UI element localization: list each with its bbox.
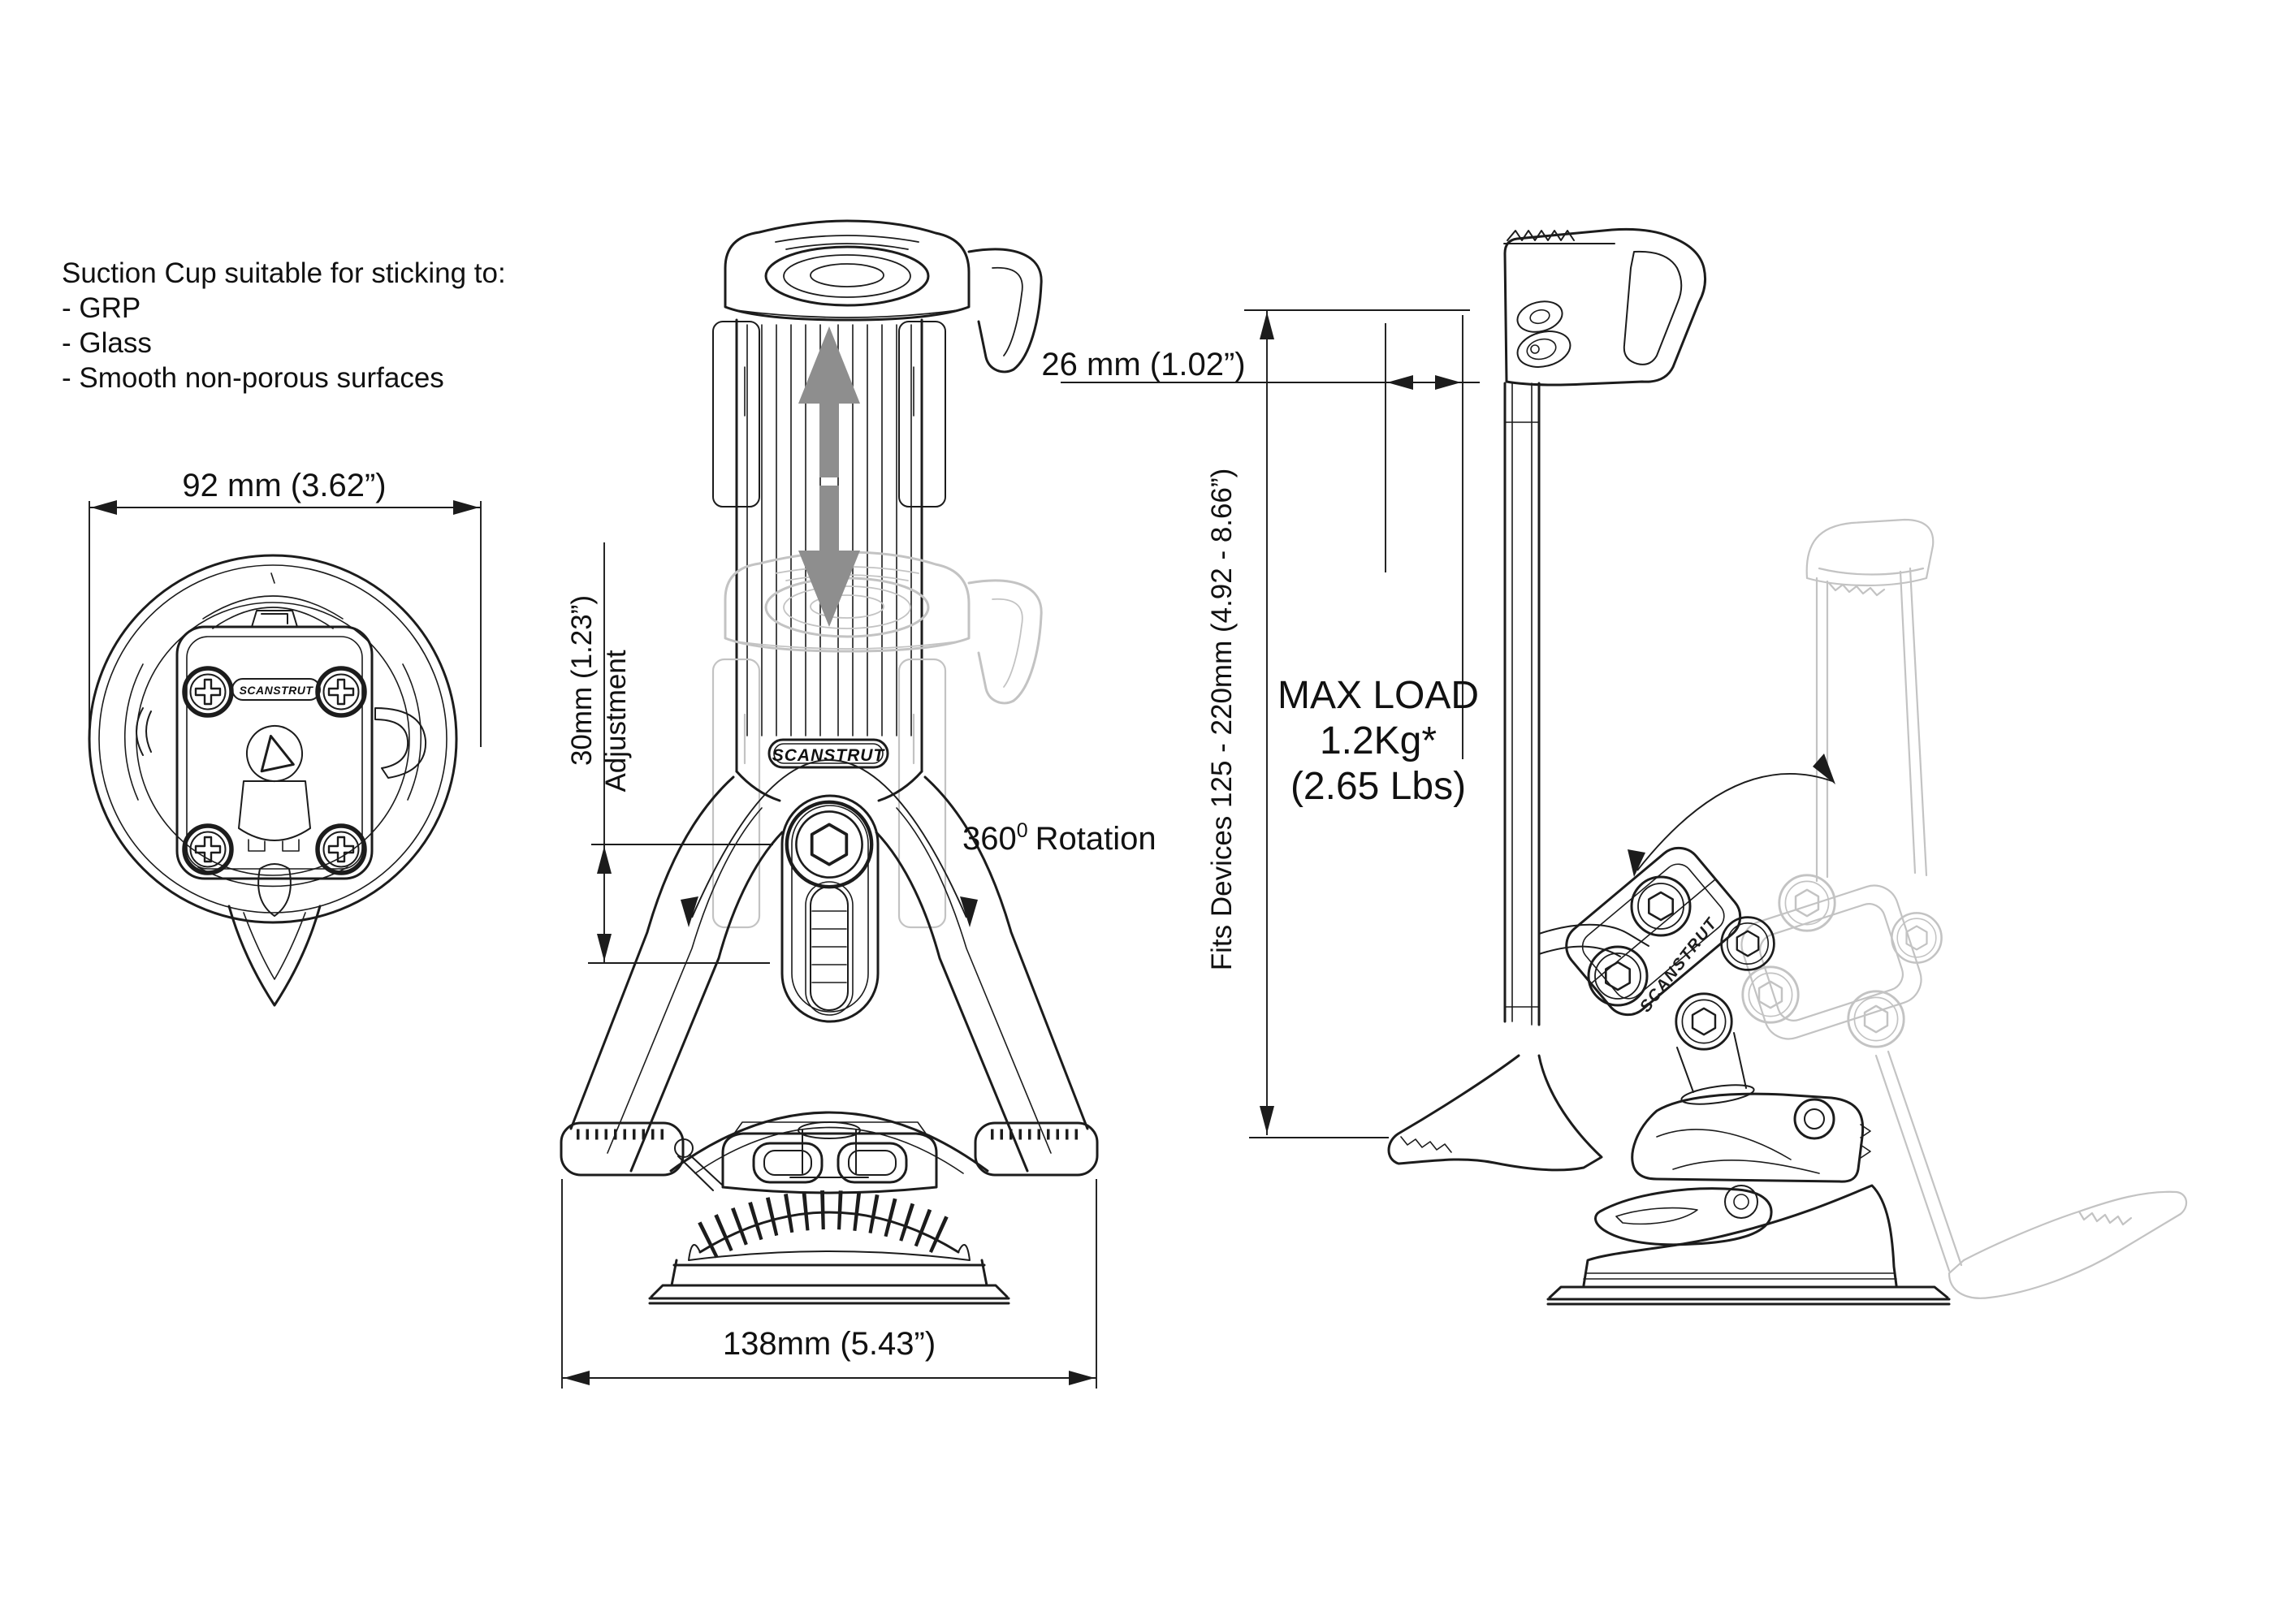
- ghost-clamp-front: [724, 551, 1043, 705]
- device-range-label: Fits Devices 125 - 220mm (4.92 - 8.66”): [1206, 469, 1238, 971]
- dimension-cup-width: 92 mm (3.62”): [89, 468, 482, 747]
- note-title: Suction Cup suitable for sticking to:: [62, 257, 506, 289]
- screw-bottom-right: [318, 826, 365, 873]
- mount-front-view: SCANSTRUT: [560, 219, 1099, 1305]
- pump-lever-front: [674, 1138, 694, 1158]
- screw-top-left: [184, 668, 231, 715]
- side-bottom-support: [1387, 1054, 1603, 1172]
- side-clamp-top: [1503, 227, 1706, 387]
- joint-bolt-4: [1720, 916, 1775, 971]
- adjustment-value: 30mm (1.23”): [566, 595, 598, 766]
- note-item-smooth: - Smooth non-porous surfaces: [62, 362, 444, 394]
- dimension-device-range: Fits Devices 125 - 220mm (4.92 - 8.66”): [1206, 309, 1470, 1138]
- ghost-tilted-holder: [1740, 518, 2188, 1299]
- max-load-line2: 1.2Kg*: [1320, 719, 1437, 762]
- slide-up-arrow: [798, 326, 860, 477]
- pivot-hex-bolt: [787, 802, 871, 887]
- adjustment-label: Adjustment: [600, 650, 632, 792]
- cup-width-label: 92 mm (3.62”): [182, 468, 386, 503]
- screw-bottom-left: [184, 826, 231, 873]
- side-pump-body: [1631, 1092, 1865, 1183]
- side-release-lever: [1594, 1187, 1773, 1246]
- slide-down-arrow: [798, 486, 860, 627]
- tilt-arc: [1636, 772, 1833, 871]
- cup-pull-tab: [257, 863, 292, 917]
- dimension-base-width: 138mm (5.43”): [561, 1179, 1097, 1389]
- base-width-label: 138mm (5.43”): [723, 1326, 936, 1362]
- joint-bolt-1: [1630, 875, 1692, 937]
- offset-label: 26 mm (1.02”): [1041, 347, 1245, 382]
- max-load-line1: MAX LOAD: [1278, 674, 1479, 717]
- suction-cup-front-view: SCANSTRUT: [88, 554, 458, 1007]
- cup-right-hook: [374, 707, 427, 779]
- cup-left-hook: [136, 707, 152, 756]
- brand-badge-cup: SCANSTRUT: [240, 684, 314, 697]
- side-rail: [1503, 382, 1541, 1026]
- bracket-foot-left: [560, 1121, 685, 1177]
- joint-bolt-3: [1675, 992, 1733, 1051]
- mount-side-view: SCANSTRUT: [1387, 227, 2188, 1306]
- logo-triangle: [246, 725, 303, 782]
- dimension-offset: 26 mm (1.02”): [1041, 315, 1480, 759]
- note-item-glass: - Glass: [62, 327, 152, 359]
- max-load-line3: (2.65 Lbs): [1290, 765, 1466, 808]
- bracket-foot-right: [974, 1121, 1099, 1177]
- dimension-adjustment: 30mm (1.23”) Adjustment: [566, 542, 773, 964]
- max-load-note: MAX LOAD 1.2Kg* (2.65 Lbs): [1278, 674, 1479, 808]
- suitability-note: Suction Cup suitable for sticking to: - …: [62, 257, 506, 394]
- brand-badge-column: SCANSTRUT: [772, 746, 886, 765]
- screw-top-right: [318, 668, 365, 715]
- note-item-grp: - GRP: [62, 292, 141, 324]
- device-clamp-top: [724, 219, 1043, 374]
